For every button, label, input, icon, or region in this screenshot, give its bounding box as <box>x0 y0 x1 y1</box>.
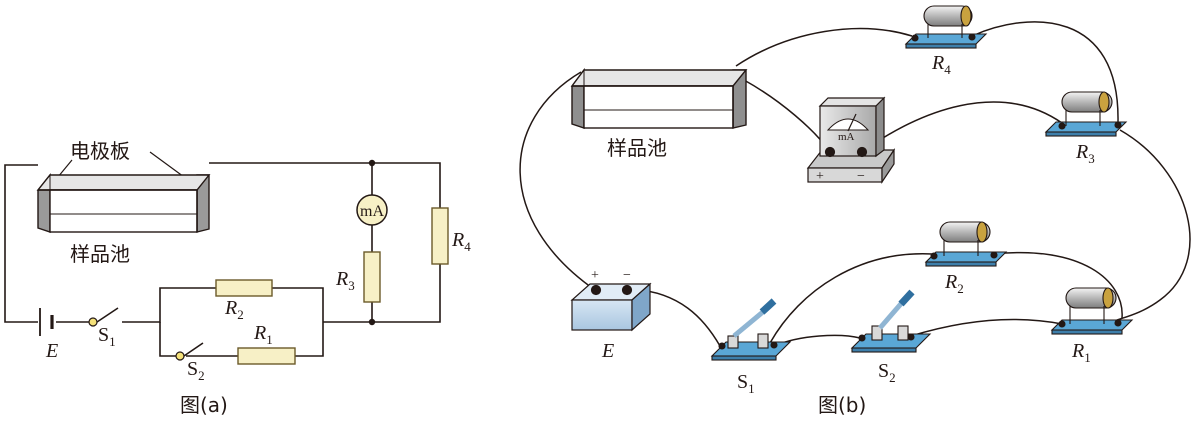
wire <box>769 253 934 344</box>
wire <box>910 318 1063 337</box>
switch-s2-node-a <box>175 351 185 361</box>
resistor-r1-a <box>237 347 296 365</box>
battery-label-a: E <box>45 340 58 362</box>
resistor-r3-label-b: R3 <box>1075 141 1095 166</box>
wire <box>180 342 204 359</box>
wire <box>209 162 441 208</box>
wire <box>272 287 324 357</box>
battery-plus-sign: + <box>591 268 599 283</box>
switch-s2-b <box>850 289 932 353</box>
wire <box>743 79 831 153</box>
milliammeter-b <box>806 96 896 184</box>
wire <box>159 322 177 357</box>
wire <box>1111 129 1191 323</box>
meter-minus-sign: − <box>857 169 865 184</box>
resistor-r3-a <box>363 251 381 303</box>
wire <box>993 251 1123 319</box>
sample-cell-label-b: 样品池 <box>607 136 667 160</box>
milliammeter-label-b: mA <box>838 131 855 143</box>
sample-cell-b <box>570 67 748 129</box>
switch-s1-node-a <box>88 317 98 327</box>
switch-s1-b <box>710 298 792 361</box>
milliammeter-label-a: mA <box>360 203 384 220</box>
sample-cell-a <box>36 173 211 233</box>
resistor-r2-label-a: R2 <box>224 297 244 322</box>
wire <box>861 101 1063 153</box>
resistor-r2-label-b: R2 <box>944 271 964 296</box>
switch-s1-label-a: S1 <box>98 324 116 349</box>
resistor-r4-label-a: R4 <box>451 229 471 254</box>
caption-b: 图(b) <box>818 393 866 417</box>
meter-plus-sign: + <box>816 169 824 184</box>
sample-cell-label-a: 样品池 <box>70 242 130 266</box>
resistor-r4-b <box>904 5 988 49</box>
battery-b <box>570 282 652 332</box>
battery-a <box>39 308 54 336</box>
resistor-r1-b <box>1050 287 1134 335</box>
wire <box>4 164 38 323</box>
wire <box>519 71 596 291</box>
resistor-r1-label-a: R1 <box>253 322 273 347</box>
figure-b-wires <box>519 21 1191 347</box>
resistor-r4-a <box>431 207 449 265</box>
resistor-r1-label-b: R1 <box>1071 340 1091 365</box>
resistor-r4-label-b: R4 <box>931 52 951 77</box>
caption-a: 图(a) <box>180 393 228 417</box>
wire <box>971 21 1119 123</box>
wire <box>735 27 913 67</box>
resistor-r3-b <box>1044 91 1128 137</box>
switch-s1-label-b: S1 <box>737 371 755 396</box>
resistor-r2-b <box>924 221 1008 267</box>
wire <box>122 287 216 323</box>
switch-s2-label-a: S2 <box>187 358 205 383</box>
battery-label-b: E <box>601 340 614 362</box>
junction-dot <box>368 159 376 167</box>
junction-dot <box>368 318 376 326</box>
switch-s2-label-b: S2 <box>878 360 896 385</box>
battery-minus-sign: − <box>623 268 631 283</box>
wire <box>96 307 119 323</box>
electrode-label-a: 电极板 <box>70 139 130 163</box>
resistor-r3-label-a: R3 <box>335 268 355 293</box>
milliammeter-a <box>356 194 388 226</box>
wire <box>323 264 441 323</box>
resistor-r2-a <box>215 279 273 297</box>
